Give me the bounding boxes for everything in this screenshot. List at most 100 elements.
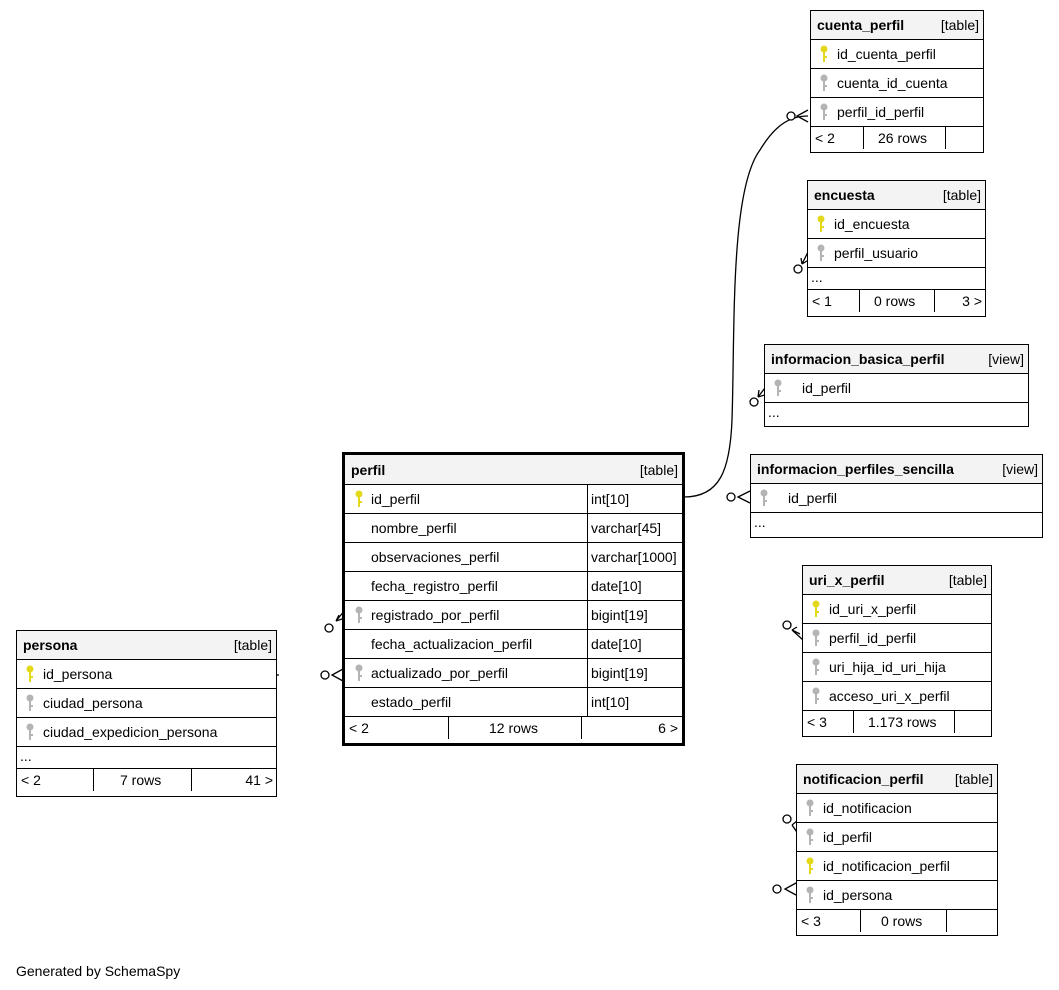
foreign-key-icon [26,723,34,740]
table-header: cuenta_perfil [table] [811,11,983,40]
link-end-circle [772,884,782,894]
parents-count: < 2 [349,720,369,736]
table-header: encuesta [table] [808,181,985,210]
table-uri-x-perfil[interactable]: uri_x_perfil [table] id_uri_x_perfil per… [802,565,992,737]
column-type: bigint[19] [587,659,682,687]
table-persona[interactable]: persona [table] id_persona ciudad_person… [16,630,277,797]
table-footer: < 1 0 rows 3 > [808,290,985,312]
column-row: id_uri_x_perfil [803,595,991,624]
table-header: notificacion_perfil [table] [797,765,997,794]
column-row: perfil_usuario [808,239,985,268]
link-perfil-cuenta-perfil [683,115,809,498]
column-name: id_perfil [802,380,852,396]
column-row: actualizado_por_perfil bigint[19] [345,659,682,688]
column-name: acceso_uri_x_perfil [829,688,950,704]
view-informacion-basica-perfil[interactable]: informacion_basica_perfil [view] id_perf… [764,344,1029,427]
table-name: persona [23,637,78,653]
table-name: perfil [351,462,386,478]
column-row: fecha_actualizacion_perfil date[10] [345,630,682,659]
link-end-circle [749,397,759,407]
table-header: persona [table] [17,631,276,660]
link-end-circle [324,623,334,633]
table-name: informacion_perfiles_sencilla [757,461,954,477]
link-end-circle [782,620,792,630]
ellipsis: ... [754,514,766,530]
column-name: uri_hija_id_uri_hija [829,659,946,675]
column-name: id_cuenta_perfil [837,46,936,62]
column-row: registrado_por_perfil bigint[19] [345,601,682,630]
children-count: 6 > [658,720,678,736]
column-row: perfil_id_perfil [811,98,983,127]
column-row: ciudad_expedicion_persona [17,718,276,747]
link-end-circle [726,492,736,502]
column-row: id_perfil [797,823,997,852]
column-type: date[10] [587,572,682,600]
ellipsis: ... [20,748,32,764]
children-count: 3 > [962,293,982,309]
column-name: id_perfil [788,490,838,506]
column-row: id_persona [797,881,997,910]
column-row: id_cuenta_perfil [811,40,983,69]
parents-count: < 2 [21,772,41,788]
column-name: id_uri_x_perfil [829,601,917,617]
column-name: observaciones_perfil [371,549,500,565]
table-notificacion-perfil[interactable]: notificacion_perfil [table] id_notificac… [796,764,998,936]
link-end-circle [793,264,803,274]
more-columns: ... [765,403,1028,424]
row-count: 12 rows [489,720,539,736]
foreign-key-icon [812,629,820,646]
table-footer: < 3 0 rows [797,910,997,932]
column-type: int[10] [587,688,682,716]
row-count: 7 rows [120,772,162,788]
column-name: registrado_por_perfil [371,607,500,623]
foreign-key-icon [820,74,828,91]
column-name: ciudad_expedicion_persona [43,724,218,740]
table-footer: < 2 26 rows [811,127,983,149]
table-name: uri_x_perfil [809,572,885,588]
column-row: estado_perfil int[10] [345,688,682,717]
view-informacion-perfiles-sencilla[interactable]: informacion_perfiles_sencilla [view] id_… [750,454,1043,538]
column-row: perfil_id_perfil [803,624,991,653]
foreign-key-icon [760,489,768,506]
table-name: informacion_basica_perfil [771,351,945,367]
foreign-key-icon [820,103,828,120]
link-end-circle [782,814,792,824]
table-footer: < 3 1.173 rows [803,711,991,733]
primary-key-icon [355,490,363,507]
column-type: date[10] [587,630,682,658]
link-crowfoot [330,668,344,682]
table-header: informacion_basica_perfil [view] [765,345,1028,374]
column-name: estado_perfil [371,694,452,710]
row-count: 26 rows [878,130,928,146]
table-name: encuesta [814,187,875,203]
link-crowfoot [736,490,751,504]
link-crowfoot [791,626,804,641]
primary-key-icon [820,45,828,62]
column-row: id_notificacion_perfil [797,852,997,881]
table-kind: [view] [1002,461,1038,477]
ellipsis: ... [768,404,780,420]
column-name: fecha_registro_perfil [371,578,498,594]
foreign-key-icon [806,886,814,903]
table-cuenta-perfil[interactable]: cuenta_perfil [table] id_cuenta_perfil c… [810,10,984,153]
column-row: ciudad_persona [17,689,276,718]
table-encuesta[interactable]: encuesta [table] id_encuesta perfil_usua… [807,180,986,317]
table-kind: [view] [988,351,1024,367]
table-kind: [table] [233,637,272,653]
column-row: id_perfil int[10] [345,485,682,514]
link-crowfoot [795,109,809,123]
column-name: id_notificacion [823,800,912,816]
column-row: nombre_perfil varchar[45] [345,514,682,543]
column-row: id_perfil [765,374,1028,403]
link-crowfoot [783,882,797,896]
table-footer: < 2 12 rows 6 > [345,717,682,739]
column-type: varchar[1000] [587,543,682,571]
primary-key-icon [26,665,34,682]
column-name: perfil_usuario [834,245,919,261]
column-type: bigint[19] [587,601,682,629]
table-kind: [table] [940,17,979,33]
table-perfil[interactable]: perfil [table] id_perfil int[10] nombre_… [342,452,685,746]
column-name: perfil_id_perfil [829,630,917,646]
foreign-key-icon [355,664,363,681]
